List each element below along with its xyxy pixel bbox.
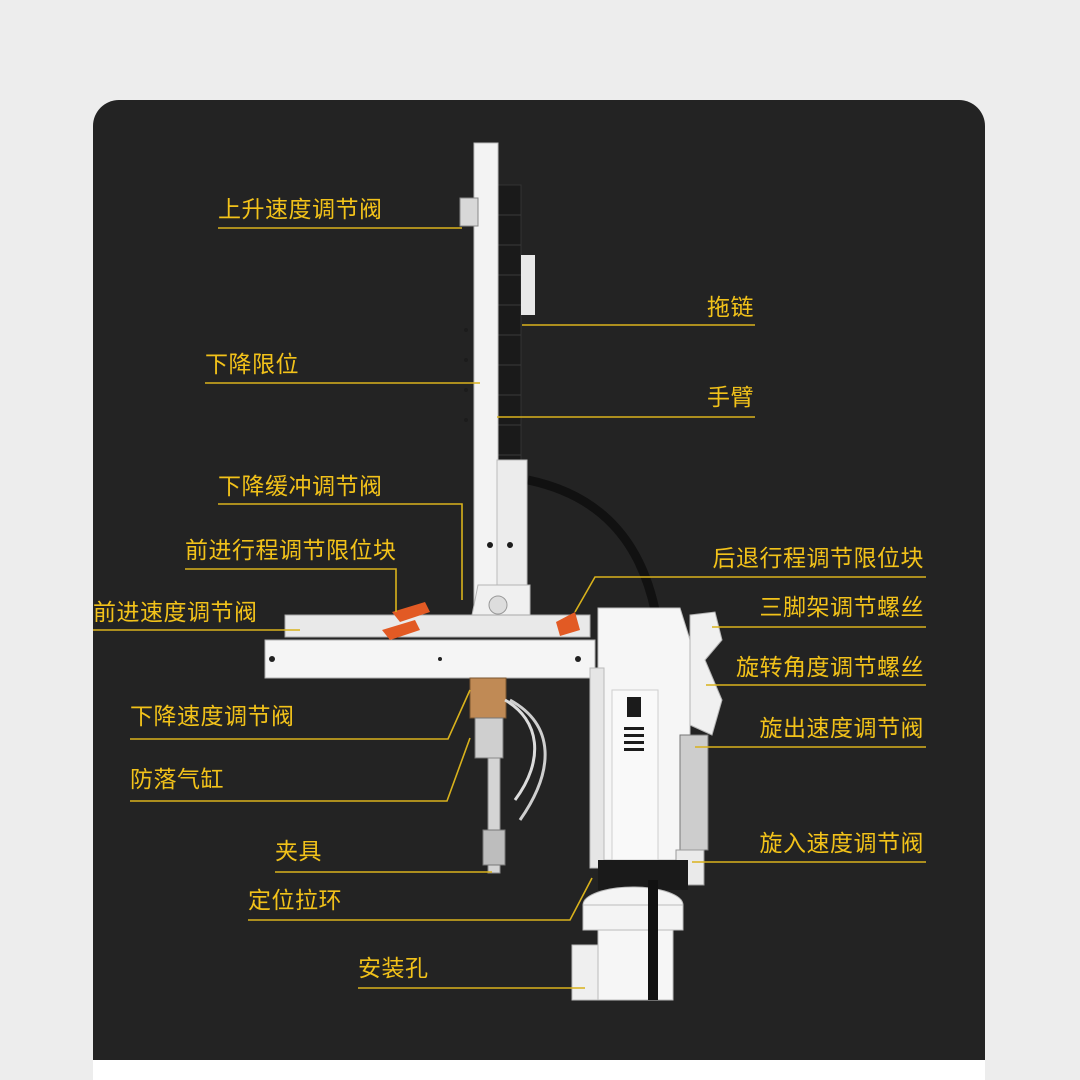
label-lift-speed-valve: 上升速度调节阀 xyxy=(218,197,383,223)
label-swing-in-speed-valve: 旋入速度调节阀 xyxy=(759,831,924,857)
limit-handle-orange xyxy=(556,612,580,636)
arm-slider xyxy=(496,459,528,591)
horizontal-beam xyxy=(264,639,596,679)
gripper-tube xyxy=(509,698,547,821)
label-rear-stroke-limit-block: 后退行程调节限位块 xyxy=(712,546,924,572)
leader-line-rear-stroke-limit xyxy=(574,576,926,613)
base-ring-body xyxy=(582,904,684,931)
leader-line-forward-stroke-limit xyxy=(185,568,397,612)
diagram-panel xyxy=(93,100,985,1080)
beam-holes xyxy=(269,656,581,662)
base-collar xyxy=(598,860,688,890)
leader-line-descent-buffer-valve xyxy=(218,503,463,600)
label-positioning-pull-ring: 定位拉环 xyxy=(248,888,342,914)
label-descent-speed-valve: 下降速度调节阀 xyxy=(130,704,295,730)
label-anti-drop-cylinder: 防落气缸 xyxy=(130,767,224,793)
base-cable xyxy=(648,880,658,1000)
base-foot xyxy=(571,944,599,1001)
label-mounting-hole: 安装孔 xyxy=(358,956,429,982)
base-pillar xyxy=(597,929,674,1001)
label-drag-chain: 拖链 xyxy=(707,295,754,321)
limit-handle-orange xyxy=(392,602,430,622)
label-tripod-adjust-screw: 三脚架调节螺丝 xyxy=(759,595,924,621)
label-forward-stroke-limit-block: 前进行程调节限位块 xyxy=(185,538,397,564)
tripod-bracket xyxy=(689,611,723,736)
label-descent-limit: 下降限位 xyxy=(205,352,299,378)
gripper-tube xyxy=(504,698,537,801)
label-arm: 手臂 xyxy=(707,385,754,411)
gripper-head xyxy=(469,677,507,719)
page-bottom-strip xyxy=(93,1060,985,1080)
chain-bracket xyxy=(521,255,535,315)
control-box xyxy=(611,689,659,861)
label-descent-buffer-valve: 下降缓冲调节阀 xyxy=(218,474,383,500)
drag-chain-links xyxy=(497,214,521,456)
power-switch xyxy=(627,697,641,717)
rail-top xyxy=(284,614,591,638)
swing-cylinder xyxy=(679,734,709,851)
leader-line-positioning-pull-ring xyxy=(248,877,593,921)
lift-valve-part xyxy=(459,197,479,227)
label-fixture: 夹具 xyxy=(275,839,322,865)
label-swing-out-speed-valve: 旋出速度调节阀 xyxy=(759,716,924,742)
anti-drop-cylinder-part xyxy=(474,717,504,759)
crosshead-pin xyxy=(488,595,508,615)
arm-holes xyxy=(464,328,513,548)
label-forward-speed-valve: 前进速度调节阀 xyxy=(93,600,258,626)
side-plate xyxy=(589,667,605,869)
fixture-clamp xyxy=(482,829,506,866)
label-rotation-angle-screw: 旋转角度调节螺丝 xyxy=(736,655,924,681)
limit-handle-orange xyxy=(382,620,420,640)
leader-line-anti-drop-cylinder xyxy=(130,737,471,802)
leader-line-descent-speed-valve xyxy=(130,689,471,740)
vent-slots xyxy=(624,727,644,751)
air-hose xyxy=(527,475,660,611)
leader-lines xyxy=(93,227,926,989)
